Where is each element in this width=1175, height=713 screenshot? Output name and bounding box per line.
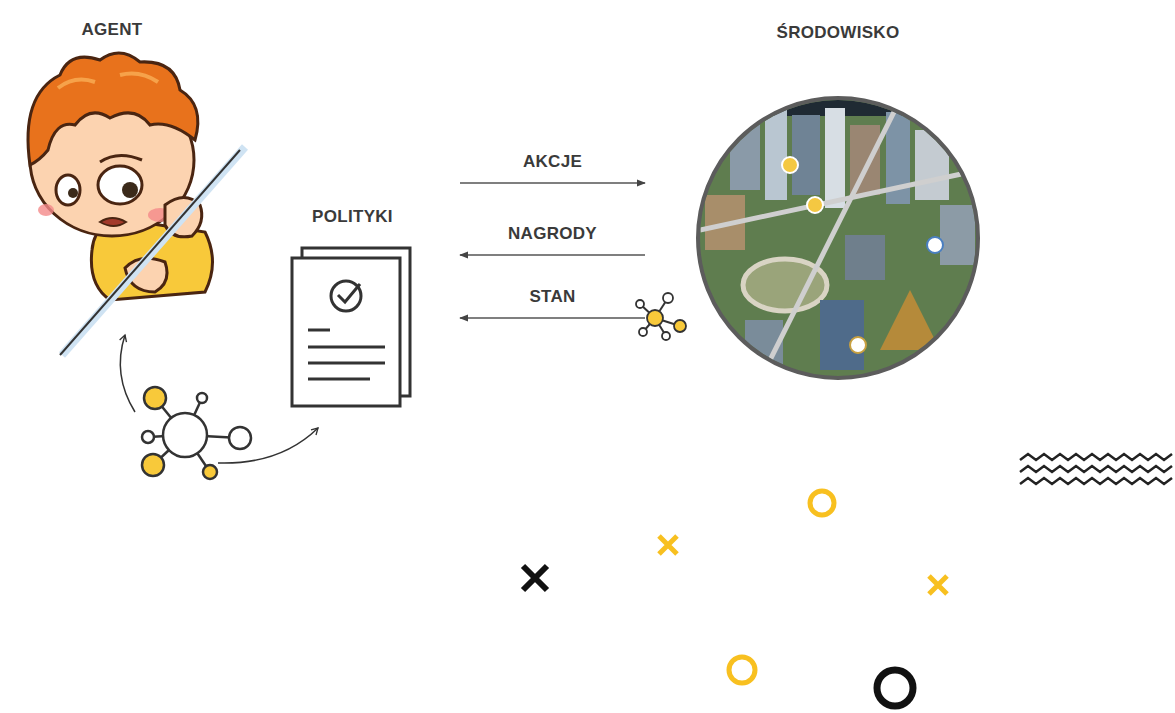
curved-arrow — [120, 335, 135, 412]
network-link — [640, 304, 655, 318]
network-dot — [197, 393, 207, 403]
kid-mouth — [100, 218, 126, 226]
network-hub — [163, 413, 207, 457]
ring-mark — [877, 670, 913, 706]
network-dot — [142, 431, 154, 443]
node-heading: AGENT — [52, 20, 172, 40]
document-front — [292, 258, 400, 406]
kid-brow — [100, 155, 142, 162]
network-dot — [662, 332, 670, 340]
network-dot — [142, 454, 164, 476]
document-line — [308, 378, 370, 381]
agent-node: AGENT — [20, 10, 250, 360]
building — [845, 235, 885, 280]
kid-eye — [56, 175, 80, 205]
building — [850, 125, 880, 195]
kid-cheek — [38, 204, 54, 216]
pool-area — [820, 300, 864, 370]
building — [765, 105, 787, 200]
building — [792, 115, 820, 195]
bank-marker — [927, 237, 943, 253]
agent-kid-illustration — [28, 53, 245, 355]
zigzag — [1020, 454, 1172, 460]
edge-label: AKCJE — [523, 152, 582, 172]
wall-edge — [60, 150, 240, 355]
zigzag — [1020, 478, 1172, 484]
city-border — [698, 98, 978, 378]
kid-pupil — [68, 188, 78, 198]
document-line — [308, 329, 330, 332]
kid-pupil — [122, 182, 138, 198]
kid-hair-shine — [58, 74, 158, 88]
cross-mark — [523, 566, 547, 590]
ring-mark — [810, 491, 834, 515]
state-network-icon — [636, 293, 686, 340]
flow-arrow — [460, 182, 645, 184]
network-icon — [120, 335, 318, 479]
cross-mark — [929, 576, 947, 594]
network-link — [655, 318, 680, 326]
network-dot — [144, 387, 166, 409]
network-dot — [674, 320, 686, 332]
network-dot — [229, 427, 251, 449]
cross-mark — [659, 536, 677, 554]
ring-mark — [729, 657, 755, 683]
building — [915, 130, 949, 200]
document-line — [308, 362, 385, 365]
network-link — [655, 318, 666, 336]
city-ground — [698, 98, 978, 378]
coin-marker — [807, 197, 823, 213]
building — [940, 205, 975, 265]
network-link — [655, 298, 668, 318]
edge-label: STAN — [529, 287, 575, 307]
network-dot — [663, 293, 673, 303]
coin-marker — [850, 337, 866, 353]
check-circle — [331, 281, 361, 311]
curved-arrow — [218, 428, 318, 463]
road — [760, 100, 900, 380]
flow-arrow — [460, 254, 645, 256]
city-environment-image — [698, 98, 980, 380]
building — [730, 120, 760, 190]
kid-eye — [98, 166, 142, 204]
building — [825, 108, 845, 208]
network-hub — [647, 310, 663, 326]
kid-hair — [28, 53, 198, 165]
policy-node: POLITYKI — [285, 150, 460, 410]
policy-document-icon — [292, 248, 410, 406]
network-dot — [639, 328, 647, 336]
network-dot — [203, 465, 217, 479]
network-dot — [636, 300, 644, 308]
environment-node: ŚRODOWISKO — [645, 15, 1031, 385]
node-heading: ŚRODOWISKO — [645, 23, 1031, 43]
document-line — [308, 346, 385, 349]
network-link — [643, 318, 655, 332]
coin-marker — [782, 157, 798, 173]
decorations — [523, 454, 1172, 706]
zigzag — [1020, 466, 1172, 472]
edge-label: NAGRODY — [508, 224, 597, 244]
flow-arrow — [460, 317, 645, 319]
node-heading: POLITYKI — [285, 207, 420, 227]
check-mark — [338, 284, 360, 302]
wall-edge-shade — [62, 147, 245, 355]
